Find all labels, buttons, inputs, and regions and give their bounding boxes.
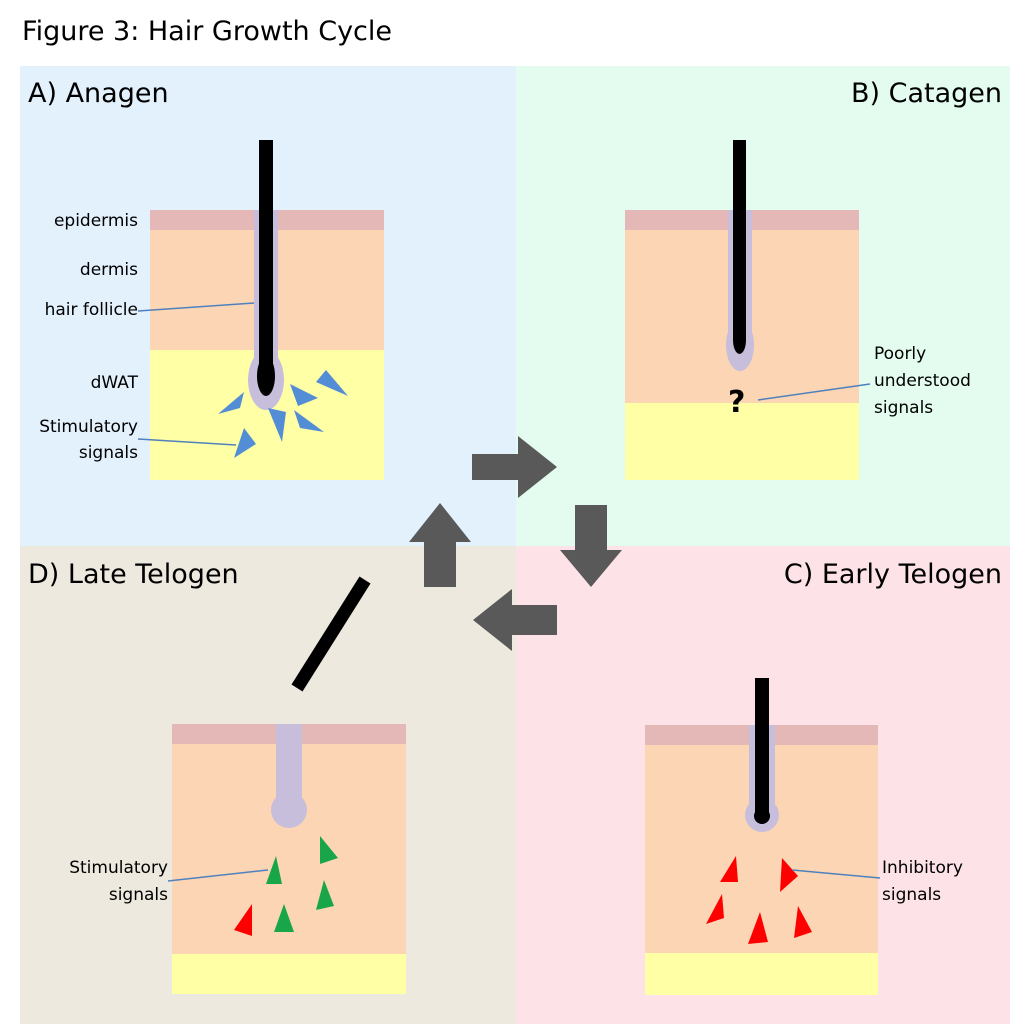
anagen-hair-bulb — [257, 356, 275, 396]
catagen-signals-label-line3: signals — [874, 398, 934, 418]
late-telogen-signals — [234, 836, 338, 936]
late-telogen-signals-label-line2: signals — [108, 885, 168, 905]
epidermis-label: epidermis — [53, 211, 138, 231]
inhibitory-signals-leader-line — [791, 869, 881, 879]
anagen-stimulatory-signals — [218, 370, 348, 458]
early-telogen-title: C) Early Telogen — [783, 559, 1002, 590]
figure-title: Figure 3: Hair Growth Cycle — [22, 16, 393, 47]
arrow-left-icon — [473, 589, 557, 651]
dermis-label: dermis — [79, 260, 138, 280]
anagen-signals-label-line1: Stimulatory — [39, 417, 138, 437]
inhibitory-signals-label-line1: Inhibitory — [882, 858, 963, 878]
catagen-question-mark: ? — [728, 385, 746, 420]
arrow-up-icon — [409, 503, 471, 587]
catagen-skin-block — [625, 140, 859, 480]
arrow-right-icon — [472, 436, 557, 498]
early-telogen-inhibitory-signals — [706, 856, 812, 944]
anagen-skin-block — [150, 140, 384, 480]
anagen-signals-leader-line — [137, 438, 237, 446]
early-telogen-skin-block — [645, 678, 878, 995]
early-telogen-hair-shaft — [755, 678, 769, 818]
catagen-title: B) Catagen — [850, 78, 1002, 109]
catagen-hair-tip — [733, 326, 746, 354]
anagen-hair-shaft — [259, 140, 273, 370]
anagen-signals-label-line2: signals — [78, 443, 138, 463]
anagen-title: A) Anagen — [28, 78, 169, 109]
arrow-down-icon — [560, 505, 622, 587]
late-telogen-signals-leader-line — [167, 869, 269, 882]
hair-follicle-leader-line — [137, 302, 255, 312]
catagen-dwat-layer — [625, 403, 859, 480]
shed-hair — [291, 576, 371, 692]
early-telogen-club-hair — [754, 808, 770, 824]
catagen-signals-label-line2: understood — [874, 371, 971, 391]
late-telogen-follicle-bulb — [271, 792, 307, 828]
early-telogen-dwat-layer — [645, 953, 878, 995]
dwat-label: dWAT — [90, 373, 138, 393]
catagen-signals-label-line1: Poorly — [874, 344, 927, 364]
inhibitory-signals-label-line2: signals — [882, 885, 942, 905]
catagen-signals-leader-line — [757, 383, 871, 401]
catagen-hair-shaft — [733, 140, 746, 340]
late-telogen-title: D) Late Telogen — [28, 559, 239, 590]
hair-follicle-label: hair follicle — [44, 300, 138, 320]
late-telogen-dwat-layer — [172, 954, 406, 994]
late-telogen-signals-label-line1: Stimulatory — [69, 858, 168, 878]
